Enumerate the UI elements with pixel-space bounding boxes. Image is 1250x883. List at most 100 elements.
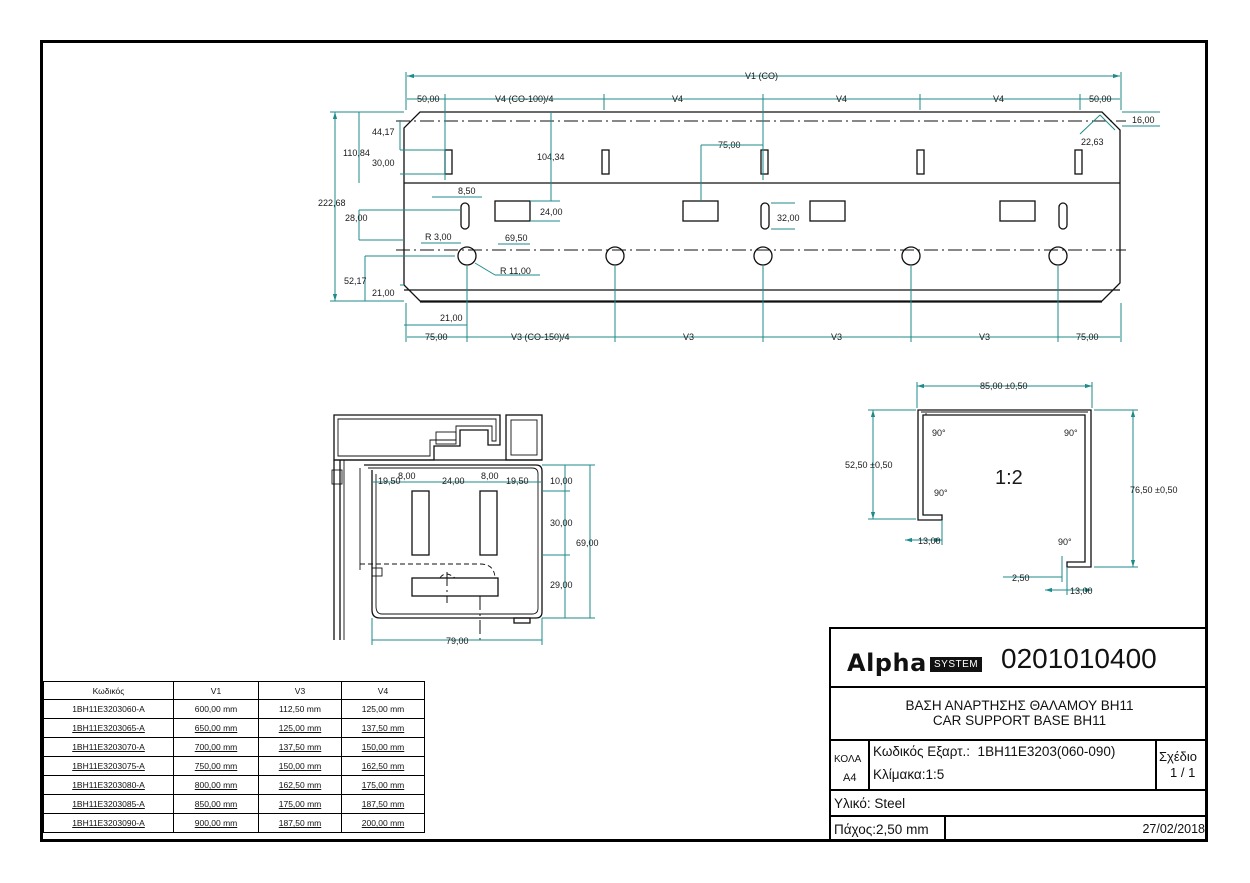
prof-angle-2: 90° xyxy=(1064,428,1078,438)
prof-dim-2-5: 2,50 xyxy=(1012,573,1030,583)
sec-dim-24: 24,00 xyxy=(442,476,465,486)
table-row: 1BH11E3203080-A 800,00 mm 162,50 mm 175,… xyxy=(43,775,425,795)
cell-code: 1BH11E3203070-A xyxy=(43,737,174,757)
title-block-footer: Πάχος:2,50 mm 27/02/2018 xyxy=(831,817,1208,842)
company-logo: Alpha xyxy=(847,649,927,677)
cell-code: 1BH11E3203080-A xyxy=(43,775,174,795)
table-row: 1BH11E3203075-A 750,00 mm 150,00 mm 162,… xyxy=(43,756,425,776)
dim-8-50: 8,50 xyxy=(458,186,476,196)
dim-50-left: 50,00 xyxy=(417,94,440,104)
kola-value: A4 xyxy=(843,772,857,784)
cell-v3: 175,00 mm xyxy=(258,794,342,814)
title-greek: ΒΑΣΗ ΑΝΑΡΤΗΣΗΣ ΘΑΛΑΜΟΥ ΒΗ11 xyxy=(905,698,1134,713)
cell-code: 1BH11E3203065-A xyxy=(43,718,174,738)
drawing-frame xyxy=(40,40,1208,842)
dim-75-left: 75,00 xyxy=(425,332,448,342)
sec-dim-8-r: 8,00 xyxy=(481,471,499,481)
part-code: Κωδικός Εξαρτ.: 1BH11E3203(060-090) xyxy=(873,744,1116,759)
cell-v3: 150,00 mm xyxy=(258,756,342,776)
cell-v4: 175,00 mm xyxy=(341,775,425,795)
material: Υλικό: Steel xyxy=(834,796,906,811)
thickness: Πάχος:2,50 mm xyxy=(834,822,929,837)
cell-code: 1BH11E3203075-A xyxy=(43,756,174,776)
top-view: V1 (CO) 50,00 V4 (CO-100)/4 V4 V4 V4 50,… xyxy=(318,71,1160,342)
dim-v3a: V3 (CO-150)/4 xyxy=(511,332,570,342)
mid-openings xyxy=(460,200,1068,230)
prof-dim-13-r: 13,00 xyxy=(1070,586,1093,596)
sec-dim-69: 69,00 xyxy=(576,538,599,548)
prof-angle-3: 90° xyxy=(934,488,948,498)
prof-angle-1: 90° xyxy=(932,428,946,438)
cell-v4: 200,00 mm xyxy=(341,813,425,833)
title-block-material: Υλικό: Steel xyxy=(831,791,1208,817)
cell-code: 1BH11E3203060-A xyxy=(43,699,174,719)
title-block-info: ΚΟΛΑ A4 Κωδικός Εξαρτ.: 1BH11E3203(060-0… xyxy=(831,741,1208,791)
cell-v4: 162,50 mm xyxy=(341,756,425,776)
cell-v1: 650,00 mm xyxy=(173,718,259,738)
sec-dim-19-50-l: 19,50 xyxy=(378,476,401,486)
cell-v3: 112,50 mm xyxy=(258,699,342,719)
table-row: 1BH11E3203090-A 900,00 mm 187,50 mm 200,… xyxy=(43,813,425,833)
header-v4: V4 xyxy=(341,681,425,700)
dim-r3: R 3,00 xyxy=(425,232,452,242)
prof-dim-width: 85,00 ±0,50 xyxy=(980,381,1027,391)
dim-24: 24,00 xyxy=(540,207,563,217)
top-slots xyxy=(444,149,1083,175)
dim-75-right: 75,00 xyxy=(1076,332,1099,342)
cell-v1: 900,00 mm xyxy=(173,813,259,833)
cell-v1: 700,00 mm xyxy=(173,737,259,757)
prof-dim-right-h: 76,50 ±0,50 xyxy=(1130,485,1177,495)
dim-22-63: 22,63 xyxy=(1081,137,1104,147)
dim-28: 28,00 xyxy=(345,213,368,223)
parts-table-header: Κωδικός V1 V3 V4 xyxy=(43,681,425,700)
table-row: 1BH11E3203065-A 650,00 mm 125,00 mm 137,… xyxy=(43,718,425,738)
cell-v4: 187,50 mm xyxy=(341,794,425,814)
title-block: Alpha SYSTEM 0201010400 ΒΑΣΗ ΑΝΑΡΤΗΣΗΣ Θ… xyxy=(829,627,1208,842)
dim-v1: V1 (CO) xyxy=(745,71,778,81)
title-block-header: Alpha SYSTEM 0201010400 xyxy=(831,629,1208,688)
sheet-label: Σχέδιο xyxy=(1159,749,1198,764)
table-row: 1BH11E3203070-A 700,00 mm 137,50 mm 150,… xyxy=(43,737,425,757)
dim-16: 16,00 xyxy=(1132,115,1155,125)
title-block-title: ΒΑΣΗ ΑΝΑΡΤΗΣΗΣ ΘΑΛΑΜΟΥ ΒΗ11 CAR SUPPORT … xyxy=(831,688,1208,741)
prof-scale: 1:2 xyxy=(995,467,1023,489)
dim-50-right: 50,00 xyxy=(1089,94,1112,104)
plate-outline xyxy=(403,111,1121,302)
sec-dim-79: 79,00 xyxy=(446,636,469,646)
header-v3: V3 xyxy=(258,681,342,700)
dim-v4-1: V4 xyxy=(672,94,683,104)
sec-dim-19-50-r: 19,50 xyxy=(506,476,529,486)
cell-v4: 150,00 mm xyxy=(341,737,425,757)
sec-dim-8-l: 8,00 xyxy=(398,471,416,481)
logo-system-badge: SYSTEM xyxy=(930,657,983,672)
scale-label: Κλίμακα:1:5 xyxy=(873,767,945,782)
dim-v3-2: V3 xyxy=(831,332,842,342)
sec-dim-30: 30,00 xyxy=(550,518,573,528)
dim-v3-1: V3 xyxy=(683,332,694,342)
cell-v4: 137,50 mm xyxy=(341,718,425,738)
table-row: 1BH11E3203085-A 850,00 mm 175,00 mm 187,… xyxy=(43,794,425,814)
profile-view: 85,00 ±0,50 52,50 ±0,50 76,50 ±0,50 90° … xyxy=(845,381,1177,596)
cell-v3: 125,00 mm xyxy=(258,718,342,738)
dim-222-68: 222,68 xyxy=(318,198,346,208)
cell-v3: 187,50 mm xyxy=(258,813,342,833)
cell-v3: 162,50 mm xyxy=(258,775,342,795)
dim-v4-2: V4 xyxy=(836,94,847,104)
dim-110-84: 110,84 xyxy=(343,148,370,158)
dim-v4-3: V4 xyxy=(993,94,1004,104)
header-v1: V1 xyxy=(173,681,259,700)
prof-dim-left-h: 52,50 ±0,50 xyxy=(845,460,892,470)
dim-30: 30,00 xyxy=(372,158,395,168)
drawing-number: 0201010400 xyxy=(1001,643,1157,674)
dim-44-17: 44,17 xyxy=(372,127,395,137)
title-english: CAR SUPPORT BASE BH11 xyxy=(932,713,1107,728)
table-row: 1BH11E3203060-A 600,00 mm 112,50 mm 125,… xyxy=(43,699,425,719)
sec-dim-29: 29,00 xyxy=(550,580,573,590)
prof-angle-4: 90° xyxy=(1058,537,1072,547)
date: 27/02/2018 xyxy=(1142,822,1205,836)
kola-label: ΚΟΛΑ xyxy=(834,754,862,765)
dim-r11: R 11,00 xyxy=(500,266,531,276)
dim-21-h: 21,00 xyxy=(440,313,463,323)
dim-32: 32,00 xyxy=(777,213,800,223)
